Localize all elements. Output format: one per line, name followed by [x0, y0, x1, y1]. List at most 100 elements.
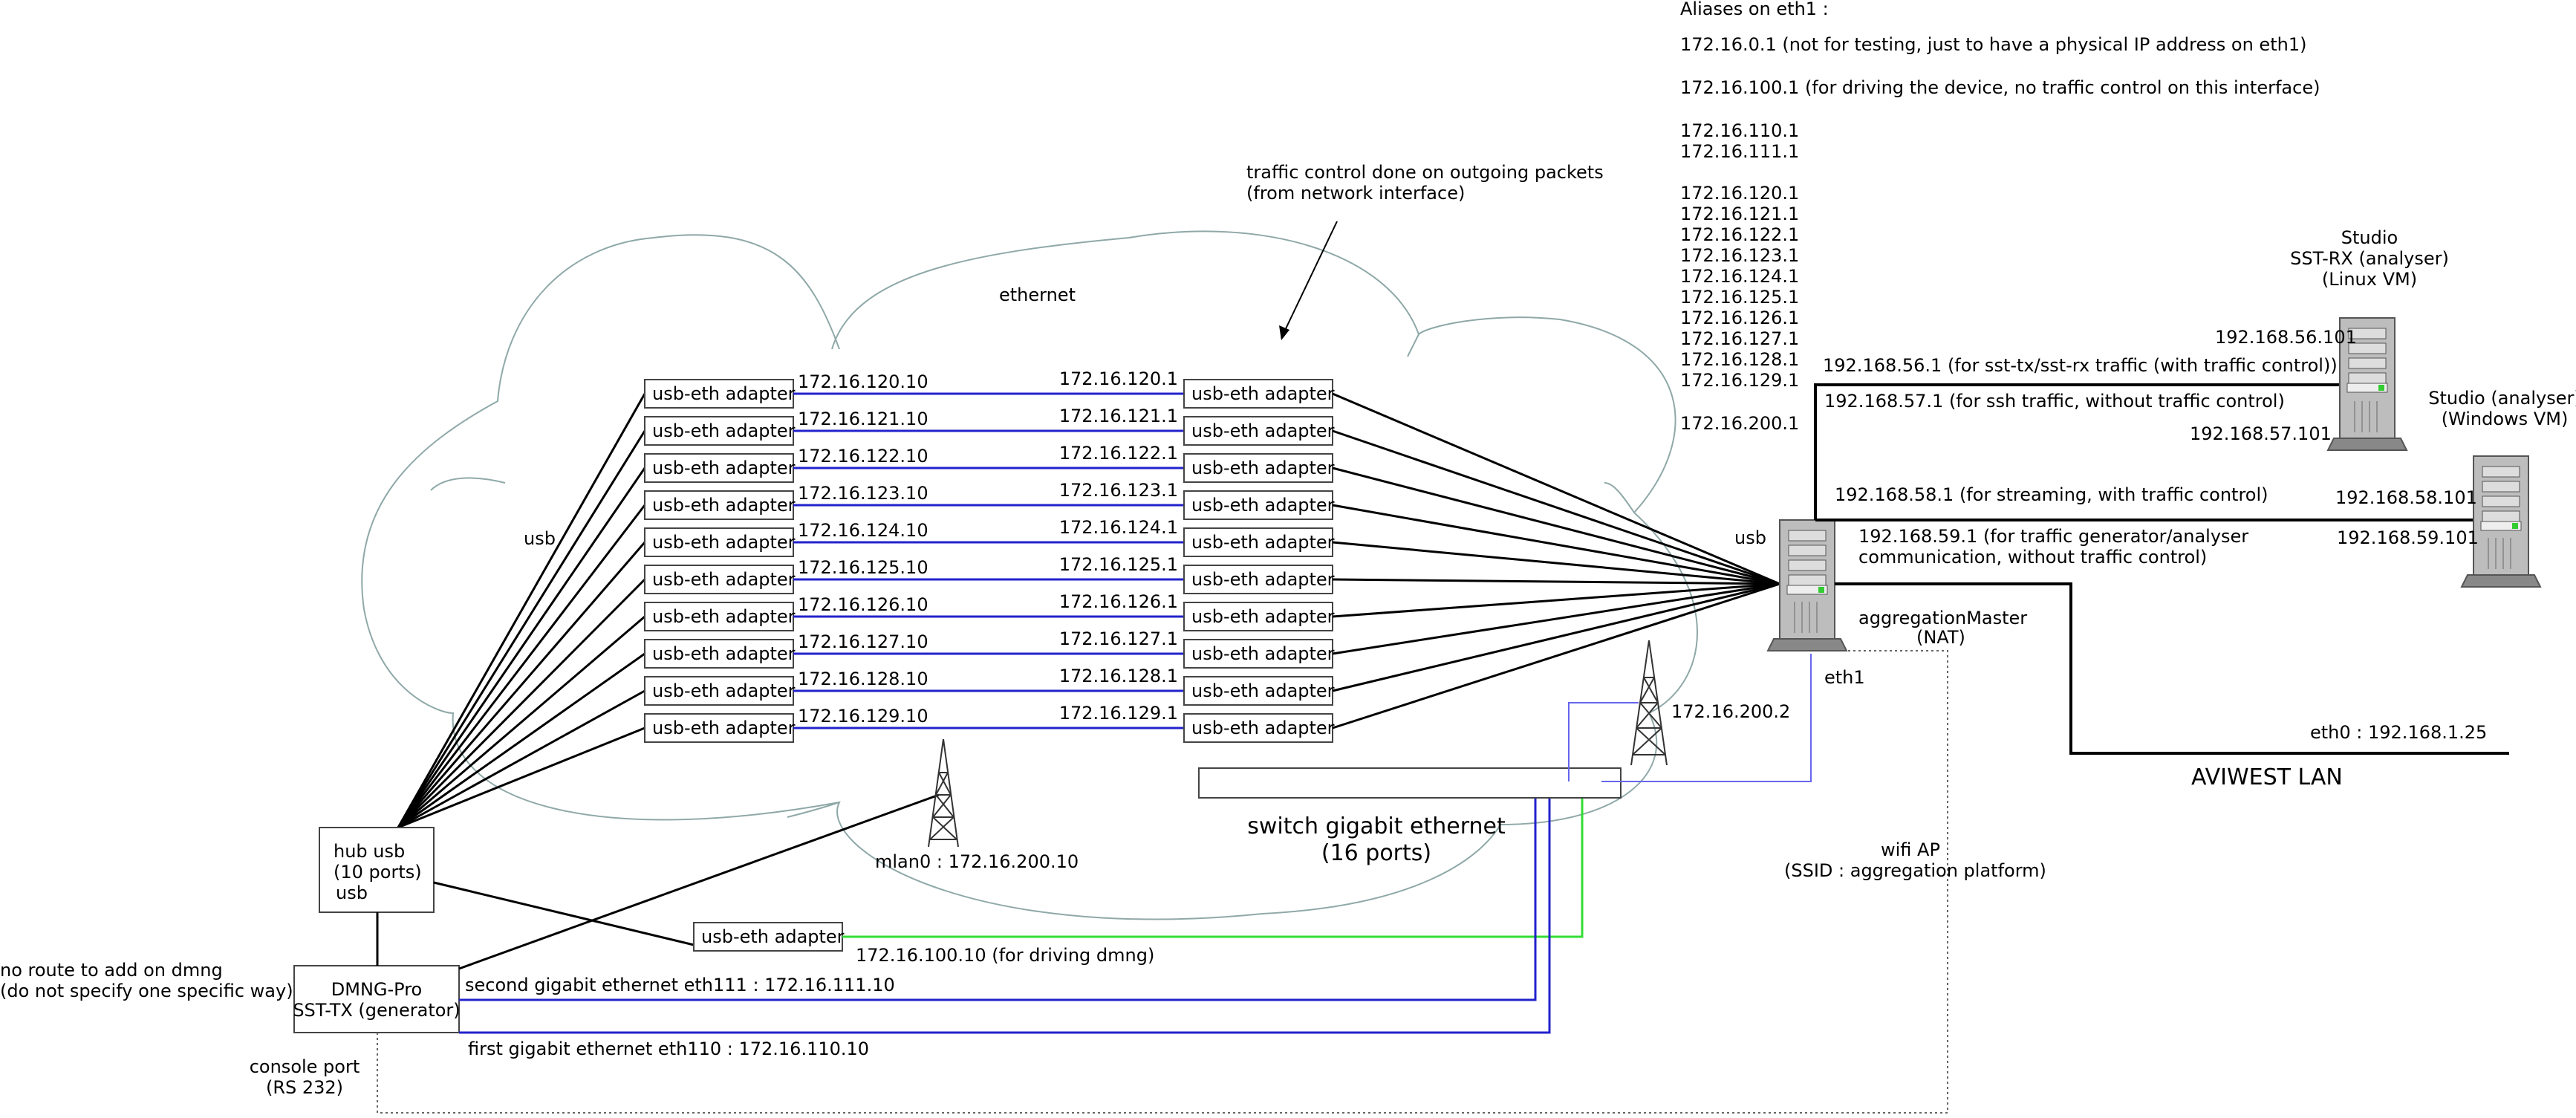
left-adapter-label: usb-eth adapter	[652, 718, 796, 738]
studio-rx-line3: (Linux VM)	[2322, 269, 2417, 290]
console-dotted-link	[377, 650, 1948, 1114]
cloud-inner-arc	[1407, 334, 1419, 357]
left-adapter-ip: 172.16.125.10	[798, 557, 928, 578]
switch-master-link	[1601, 654, 1812, 782]
driving-green-link	[842, 782, 1584, 938]
right-usb-eth-adapter	[1183, 453, 1333, 483]
right-adapter-label: usb-eth adapter	[1191, 532, 1335, 553]
switch-line2: (16 ports)	[1321, 840, 1431, 866]
right-usb-eth-adapter	[1183, 639, 1333, 669]
alias-line: 172.16.200.1	[1680, 413, 1799, 434]
alias-line: 172.16.127.1	[1680, 328, 1799, 349]
right-adapter-ip: 172.16.128.1	[1059, 666, 1178, 686]
left-adapter-ip: 172.16.129.10	[798, 706, 928, 727]
left-adapter-ip: 172.16.124.10	[798, 520, 928, 541]
cloud-inner-arc	[430, 477, 506, 491]
right-adapter-ip: 172.16.121.1	[1059, 406, 1178, 426]
left-adapter-label: usb-eth adapter	[652, 383, 796, 404]
right-usb-eth-adapter	[1183, 676, 1333, 706]
alias-line: 172.16.100.1 (for driving the device, no…	[1680, 77, 2320, 98]
right-adapter-label: usb-eth adapter	[1191, 643, 1335, 664]
first-eth-label: first gigabit ethernet eth110 : 172.16.1…	[468, 1039, 869, 1059]
left-adapter-ip: 172.16.120.10	[798, 371, 928, 392]
usb-cable	[1332, 392, 1780, 585]
alias-line: 172.16.123.1	[1680, 245, 1799, 266]
studio-win-line1: Studio (analyser)	[2428, 388, 2576, 409]
left-usb-eth-adapter	[644, 713, 794, 743]
right-adapter-ip: 172.16.126.1	[1059, 591, 1178, 612]
usb-cable	[397, 393, 646, 828]
right-usb-eth-adapter	[1183, 602, 1333, 631]
alias-line: 172.16.125.1	[1680, 287, 1799, 308]
studio-rx-line1: Studio	[2341, 227, 2398, 248]
alias-line: 172.16.126.1	[1680, 308, 1799, 328]
left-adapter-label: usb-eth adapter	[652, 680, 796, 701]
wifi-ap-link	[1568, 702, 1639, 781]
usb-cable	[1332, 429, 1780, 585]
studio-windows-server-icon	[2460, 455, 2542, 588]
usb-cable	[1332, 578, 1780, 585]
alias-line: 172.16.129.1	[1680, 370, 1799, 391]
aliases-title: Aliases on eth1 :	[1680, 0, 1829, 19]
switch-box	[1198, 767, 1622, 799]
left-adapter-label: usb-eth adapter	[652, 569, 796, 590]
left-adapter-label: usb-eth adapter	[652, 458, 796, 478]
dmng-line2: SST-TX (generator)	[293, 1000, 460, 1021]
route-56-57-link	[1814, 383, 2387, 520]
left-usb-eth-adapter	[644, 453, 794, 483]
console-port-line2: (RS 232)	[266, 1077, 343, 1098]
hub-usb-box	[319, 827, 435, 913]
alias-line: 172.16.124.1	[1680, 266, 1799, 287]
alias-line: 172.16.121.1	[1680, 204, 1799, 224]
lan-link	[1835, 582, 2509, 755]
eth1-label: eth1	[1824, 667, 1865, 688]
console-port-line1: console port	[250, 1056, 360, 1077]
right-usb-eth-adapter	[1183, 713, 1333, 743]
aggregation-line1: aggregationMaster	[1858, 608, 2027, 628]
left-adapter-ip: 172.16.123.10	[798, 483, 928, 504]
aliases-block: Aliases on eth1 : 172.16.0.1 (not for te…	[1680, 0, 2320, 434]
driving-adapter-ip: 172.16.100.10 (for driving dmng)	[856, 945, 1154, 966]
left-adapter-label: usb-eth adapter	[652, 532, 796, 553]
usb-cable	[397, 467, 646, 828]
dmng-mlan-link	[458, 793, 940, 970]
right-adapter-ip: 172.16.120.1	[1059, 368, 1178, 389]
wifi-ap-line1: wifi AP	[1881, 839, 1940, 860]
route-59-line2: communication, without traffic control)	[1858, 547, 2207, 568]
left-usb-eth-adapter	[644, 490, 794, 520]
left-adapter-label: usb-eth adapter	[652, 420, 796, 441]
alias-line: 172.16.0.1 (not for testing, just to hav…	[1680, 34, 2306, 55]
usb-cable	[1332, 541, 1780, 585]
alias-line: 172.16.110.1	[1680, 120, 1799, 141]
alias-line: 172.16.122.1	[1680, 224, 1799, 245]
right-adapter-label: usb-eth adapter	[1191, 420, 1335, 441]
usb-cable	[397, 615, 645, 829]
hub-line1: hub usb	[334, 841, 405, 862]
usb-cable	[1332, 582, 1780, 618]
right-adapter-label: usb-eth adapter	[1191, 458, 1335, 478]
right-adapter-ip: 172.16.129.1	[1059, 703, 1178, 724]
wifi-ap-line2: (SSID : aggregation platform)	[1784, 860, 2046, 881]
hub-driving-link	[433, 881, 695, 946]
alias-line: 172.16.120.1	[1680, 183, 1799, 204]
ethernet-label: ethernet	[999, 285, 1076, 305]
second-eth-label: second gigabit ethernet eth111 : 172.16.…	[465, 975, 895, 995]
no-route-line1: no route to add on dmng	[0, 960, 223, 981]
usb-cable	[397, 689, 645, 829]
right-usb-eth-adapter	[1183, 527, 1333, 557]
switch-line1: switch gigabit ethernet	[1247, 813, 1506, 839]
left-usb-eth-adapter	[644, 527, 794, 557]
aggregation-line2: (NAT)	[1916, 627, 1965, 648]
wifi-antenna-icon	[1630, 640, 1668, 766]
usb-cable	[1332, 582, 1780, 655]
hub-line3: usb	[336, 883, 368, 903]
right-usb-eth-adapter	[1183, 416, 1333, 446]
left-usb-eth-adapter	[644, 676, 794, 706]
left-adapter-label: usb-eth adapter	[652, 495, 796, 516]
driving-adapter-label: usb-eth adapter	[701, 926, 845, 947]
aggregation-master-server-icon	[1766, 519, 1848, 651]
right-adapter-label: usb-eth adapter	[1191, 718, 1335, 738]
left-adapter-ip: 172.16.128.10	[798, 669, 928, 689]
mlan-label: mlan0 : 172.16.200.10	[875, 851, 1079, 872]
